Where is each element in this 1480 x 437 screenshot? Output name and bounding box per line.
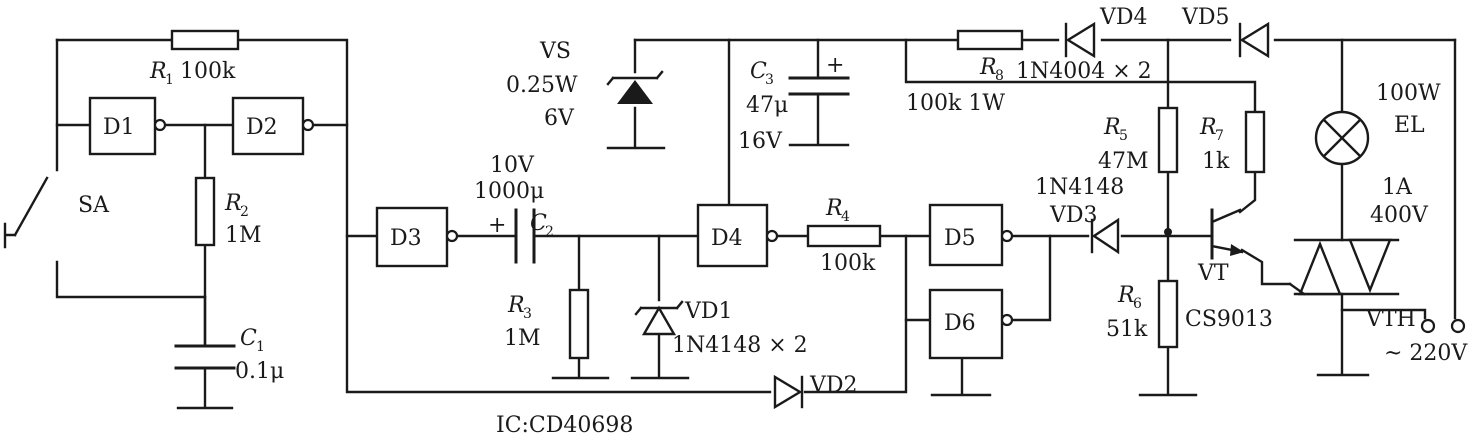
- mains-terminal-left: [1420, 318, 1436, 334]
- diode-vd2: [773, 374, 804, 410]
- resistor-r8: [956, 29, 1024, 51]
- gate-d1: D1: [88, 96, 167, 156]
- r7-value: 1k: [1202, 149, 1230, 174]
- c3-symbol: C: [750, 59, 767, 84]
- resistor-r5: [1157, 106, 1179, 174]
- resistor-r4: [806, 224, 882, 248]
- r1-value: 100k: [180, 59, 236, 84]
- gate-d2: D2: [231, 96, 315, 156]
- r3-symbol: R: [507, 293, 525, 318]
- c3-plus: +: [826, 53, 844, 78]
- vd3-part: 1N4148: [1035, 175, 1124, 200]
- triac-vth: [1288, 238, 1400, 296]
- vd4-label: VD4: [1099, 5, 1148, 30]
- c2-capacitance: 1000μ: [474, 179, 544, 204]
- r3-subscript: 3: [523, 306, 532, 322]
- gate-d6-label: D6: [944, 311, 976, 336]
- vs-label: VS: [539, 39, 571, 64]
- r6-value: 51k: [1106, 317, 1148, 342]
- vd5-label: VD5: [1181, 5, 1230, 30]
- vt-part: CS9013: [1185, 307, 1273, 332]
- capacitor-c2: [514, 208, 536, 264]
- c2-voltage: 10V: [490, 153, 535, 178]
- resistor-r2: [194, 176, 216, 247]
- gate-d5-label: D5: [944, 226, 976, 251]
- c2-symbol: C: [530, 211, 547, 236]
- capacitor-c1: [174, 344, 236, 370]
- r1-symbol: R: [149, 59, 167, 84]
- c3-capacitance: 47μ: [746, 93, 788, 118]
- lamp-el: [1314, 110, 1370, 166]
- diode-vd4: [1064, 21, 1096, 59]
- wires: [13, 38, 1457, 410]
- r5-subscript: 5: [1119, 128, 1128, 144]
- switch-sa-label: SA: [78, 193, 110, 218]
- vth-label: VTH: [1365, 307, 1416, 332]
- resistor-r1: [170, 29, 240, 51]
- gate-d6: D6: [928, 288, 1014, 360]
- r5-value: 47M: [1098, 149, 1149, 174]
- r6-subscript: 6: [1133, 296, 1142, 312]
- r8-symbol: R: [979, 55, 997, 80]
- gate-d4-label: D4: [711, 226, 743, 251]
- transistor-vt: [1210, 208, 1244, 260]
- c2-plus: +: [488, 213, 506, 238]
- ic-note: IC:CD40698: [496, 413, 633, 437]
- capacitor-c3: [788, 76, 850, 96]
- lamp-label: EL: [1394, 113, 1425, 138]
- zener-vs: [606, 70, 664, 104]
- mains-terminal-right: [1450, 318, 1466, 334]
- r4-value: 100k: [820, 251, 876, 276]
- vd1-label: VD1: [684, 299, 733, 324]
- resistor-r3: [568, 288, 590, 360]
- switch-sa: [3, 222, 17, 249]
- r8-value: 100k 1W: [906, 91, 1005, 116]
- c3-voltage: 16V: [738, 129, 783, 154]
- r4-subscript: 4: [841, 209, 850, 225]
- gate-d2-label: D2: [246, 115, 278, 140]
- mains-label: ~ 220V: [1384, 341, 1468, 366]
- r7-subscript: 7: [1215, 128, 1224, 144]
- vt-label: VT: [1197, 261, 1229, 286]
- vd1-part: 1N4148 × 2: [672, 333, 808, 358]
- r2-value: 1M: [225, 223, 262, 248]
- r1-subscript: 1: [165, 72, 174, 88]
- resistor-r7: [1244, 110, 1266, 174]
- r2-symbol: R: [224, 191, 242, 216]
- junction-dot: [1164, 228, 1172, 236]
- gate-d3: D3: [375, 206, 459, 268]
- r4-symbol: R: [825, 196, 843, 221]
- vs-voltage: 6V: [544, 106, 575, 131]
- vth-current: 1A: [1382, 175, 1413, 200]
- c1-symbol: C: [240, 326, 257, 351]
- r8-subscript: 8: [995, 68, 1004, 84]
- r6-symbol: R: [1117, 283, 1135, 308]
- r7-symbol: R: [1199, 115, 1217, 140]
- c3-subscript: 3: [765, 72, 774, 88]
- gate-d4: D4: [696, 203, 779, 268]
- c1-value: 0.1μ: [235, 359, 284, 384]
- vth-voltage: 400V: [1370, 203, 1429, 228]
- gate-d1-label: D1: [103, 115, 135, 140]
- c2-subscript: 2: [545, 224, 554, 240]
- diode-vd1: [634, 300, 684, 336]
- lamp-power: 100W: [1376, 81, 1441, 106]
- diode-vd3: [1090, 217, 1120, 255]
- diode-vd5: [1238, 21, 1270, 59]
- vs-power: 0.25W: [506, 73, 578, 98]
- c1-subscript: 1: [256, 339, 265, 355]
- vd3-label: VD3: [1049, 203, 1098, 228]
- r3-value: 1M: [504, 326, 541, 351]
- r5-symbol: R: [1103, 115, 1121, 140]
- vd2-label: VD2: [809, 373, 858, 398]
- gate-d5: D5: [928, 203, 1014, 267]
- gate-d3-label: D3: [390, 226, 422, 251]
- r2-subscript: 2: [240, 204, 249, 220]
- vd5-part: 1N4004 × 2: [1016, 59, 1152, 84]
- resistor-r6: [1157, 279, 1179, 349]
